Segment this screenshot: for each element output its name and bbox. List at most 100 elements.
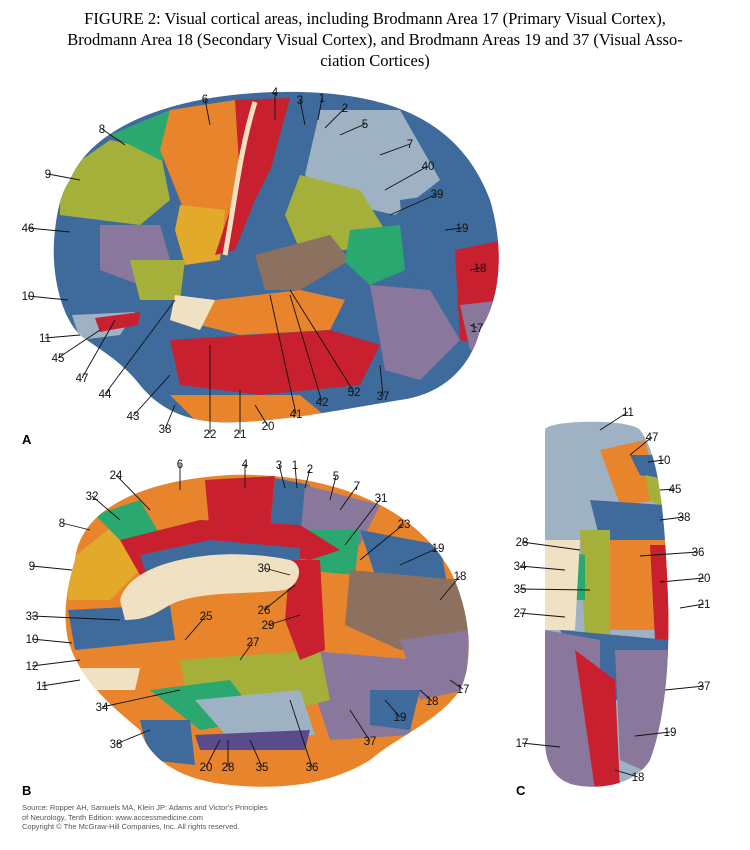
title-line-2: Brodmann Area 18 (Secondary Visual Corte… — [67, 30, 683, 49]
leader-line-a-3 — [299, 99, 306, 126]
area-label-a-9: 9 — [45, 169, 51, 181]
leader-line-a-42 — [289, 294, 323, 403]
area-label-b-29: 29 — [262, 620, 275, 632]
area-28-region — [195, 690, 315, 740]
leader-line-b-24 — [115, 474, 151, 511]
area-label-a-38: 38 — [159, 424, 172, 436]
area-label-b-20: 20 — [200, 762, 213, 774]
area-label-b-28: 28 — [222, 762, 235, 774]
leader-line-b-26 — [263, 584, 296, 611]
area-4-medial — [205, 476, 275, 535]
title-line-1: FIGURE 2: Visual cortical areas, includi… — [84, 9, 666, 28]
area-22-region — [200, 290, 345, 335]
leader-line-c-18 — [614, 769, 639, 778]
leader-line-b-19 — [399, 547, 439, 566]
leader-line-b-19 — [384, 699, 401, 718]
leader-line-c-34 — [519, 565, 566, 571]
leader-line-b-7 — [339, 485, 358, 511]
area-label-c-35: 35 — [514, 584, 527, 596]
area-label-b-25: 25 — [200, 611, 213, 623]
panel-b-letter: B — [22, 783, 31, 798]
area-label-a-42: 42 — [316, 397, 329, 409]
source-line-2: of Neurology, Tenth Edition: www.accessm… — [22, 812, 204, 822]
leader-line-a-41 — [269, 294, 297, 415]
area-label-b-12: 12 — [26, 661, 39, 673]
leader-line-a-43 — [132, 374, 171, 417]
area-36-inferior — [580, 530, 610, 640]
area-label-c-45: 45 — [669, 484, 682, 496]
area-18-inferior — [575, 650, 620, 787]
area-11-medial — [75, 668, 140, 690]
area-label-b-31: 31 — [375, 493, 388, 505]
panel-a-letter: A — [22, 432, 32, 447]
area-label-b-5: 5 — [333, 471, 339, 483]
leader-line-c-37 — [664, 685, 705, 691]
area-21-inferior — [650, 545, 669, 640]
leader-line-b-38 — [115, 729, 151, 745]
leader-line-c-20 — [659, 577, 705, 583]
leader-line-b-25 — [184, 615, 207, 641]
area-label-c-11: 11 — [622, 407, 634, 419]
area-label-b-35: 35 — [256, 762, 269, 774]
area-label-a-22: 22 — [204, 429, 217, 441]
leader-line-a-17 — [469, 324, 478, 329]
area-label-a-11: 11 — [39, 333, 51, 345]
area-label-a-1: 1 — [319, 93, 325, 105]
area-21-region — [170, 330, 380, 395]
area-18-medial — [345, 570, 469, 650]
leader-line-c-11 — [599, 411, 629, 431]
area-label-a-10: 10 — [22, 291, 35, 303]
leader-line-a-39 — [389, 193, 438, 216]
area-label-a-43: 43 — [127, 411, 140, 423]
area-label-a-6: 6 — [202, 94, 208, 106]
area-label-b-37: 37 — [364, 736, 377, 748]
leader-line-c-45 — [659, 488, 676, 491]
leader-line-a-9 — [47, 173, 81, 181]
area-label-a-44: 44 — [99, 389, 112, 401]
leader-line-c-21 — [679, 603, 705, 609]
leader-line-b-32 — [91, 495, 121, 521]
area-35-region — [195, 730, 310, 750]
area-45-region — [95, 312, 140, 332]
leader-line-b-3 — [278, 464, 286, 489]
leader-line-a-1 — [317, 97, 323, 121]
area-label-a-21: 21 — [234, 429, 247, 441]
area-label-b-11: 11 — [36, 681, 48, 693]
area-label-a-3: 3 — [297, 95, 303, 107]
area-label-b-18: 18 — [454, 571, 467, 583]
area-28-inferior — [545, 540, 580, 630]
area-label-b-8: 8 — [59, 518, 65, 530]
area-label-a-52: 52 — [348, 387, 361, 399]
source-line-3: Copyright © The McGraw-Hill Companies, I… — [22, 822, 240, 831]
area-8-medial — [95, 500, 160, 545]
source-line-1: Source: Ropper AH, Samuels MA, Klein JP:… — [22, 803, 268, 812]
leader-line-c-19 — [634, 731, 671, 737]
area-label-b-34: 34 — [96, 702, 109, 714]
area-label-a-8: 8 — [99, 124, 105, 136]
leader-line-b-34 — [101, 689, 181, 708]
leader-line-b-37 — [349, 709, 371, 742]
leader-line-b-20 — [205, 739, 221, 768]
area-label-a-4: 4 — [272, 87, 279, 99]
area-label-b-17: 17 — [457, 684, 470, 696]
area-44-region — [175, 205, 225, 265]
title-line-3: ciation Cortices) — [320, 51, 430, 70]
area-37-inferior — [615, 650, 669, 780]
leader-line-a-46 — [27, 227, 71, 233]
leader-line-a-18 — [469, 267, 481, 271]
area-label-c-37: 37 — [698, 681, 711, 693]
area-label-b-9: 9 — [29, 561, 35, 573]
leader-line-c-10 — [647, 459, 665, 463]
area-47-region — [130, 260, 185, 300]
leader-line-c-38 — [659, 516, 685, 521]
leader-line-a-52 — [289, 289, 355, 393]
leader-line-a-47 — [81, 319, 116, 379]
leader-line-a-44 — [104, 299, 176, 395]
leader-line-b-10 — [31, 638, 73, 644]
corpus-callosum — [120, 554, 300, 620]
source-credit: Source: Ropper AH, Samuels MA, Klein JP:… — [22, 803, 268, 832]
area-19-lower-medial — [370, 690, 420, 730]
leader-line-a-11 — [44, 334, 81, 339]
